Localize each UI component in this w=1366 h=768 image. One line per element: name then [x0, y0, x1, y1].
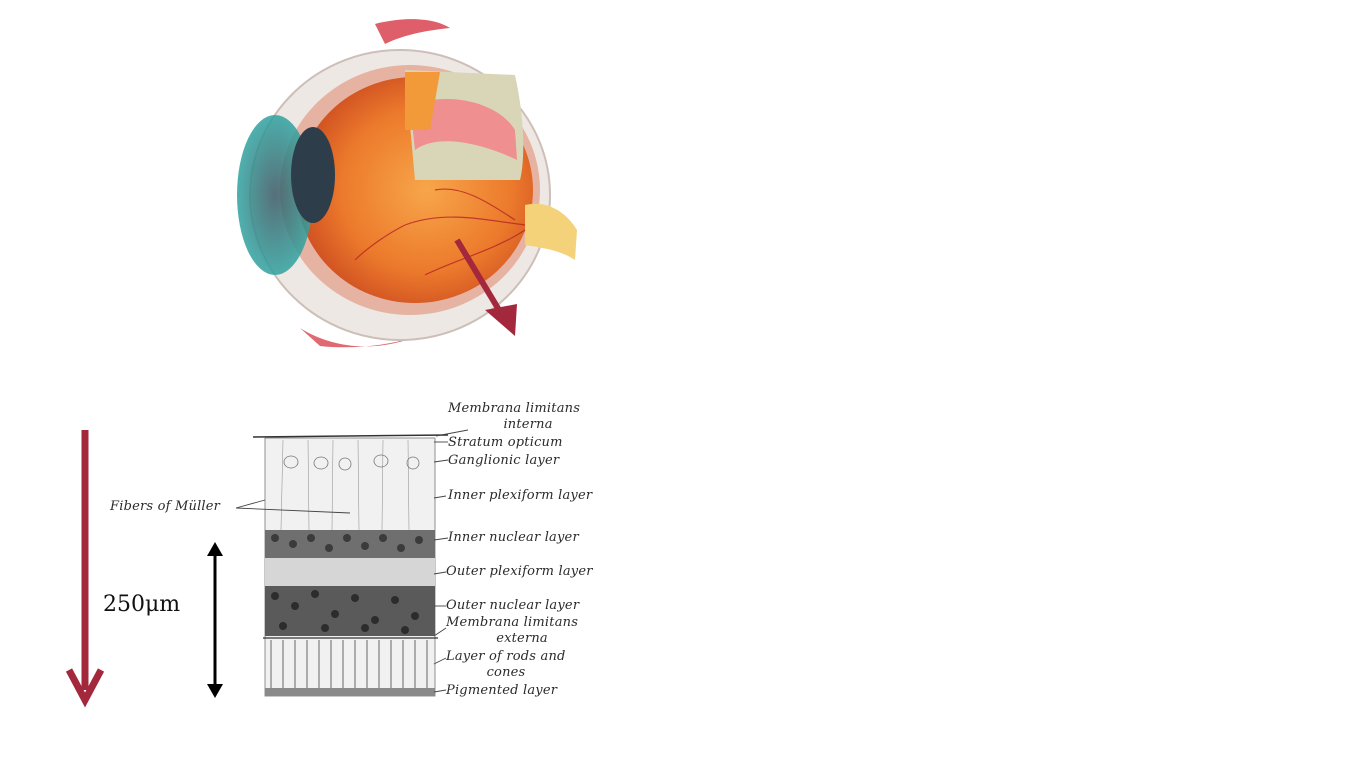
- retina-histology-illustration: [253, 434, 449, 697]
- label-outer-plexiform-layer: Outer plexiform layer: [446, 564, 593, 579]
- label-rods-and-cones: Layer of rods and cones: [446, 649, 566, 680]
- label-fibers-of-muller: Fibers of Müller: [110, 499, 221, 514]
- label-inner-nuclear-layer: Inner nuclear layer: [448, 530, 579, 545]
- depth-arrow: [65, 430, 105, 708]
- label-outer-nuclear-layer: Outer nuclear layer: [446, 598, 580, 613]
- scale-bar-arrow: [207, 542, 223, 698]
- eye-cross-section-icon: [237, 19, 577, 348]
- scale-label: 250μm: [103, 592, 181, 617]
- label-membrana-limitans-externa: Membrana limitans externa: [446, 615, 579, 646]
- label-membrana-limitans-interna: Membrana limitans interna: [448, 401, 581, 432]
- label-ganglionic-layer: Ganglionic layer: [448, 453, 560, 468]
- label-stratum-opticum: Stratum opticum: [448, 435, 563, 450]
- label-pigmented-layer: Pigmented layer: [446, 683, 558, 698]
- label-inner-plexiform-layer: Inner plexiform layer: [448, 488, 593, 503]
